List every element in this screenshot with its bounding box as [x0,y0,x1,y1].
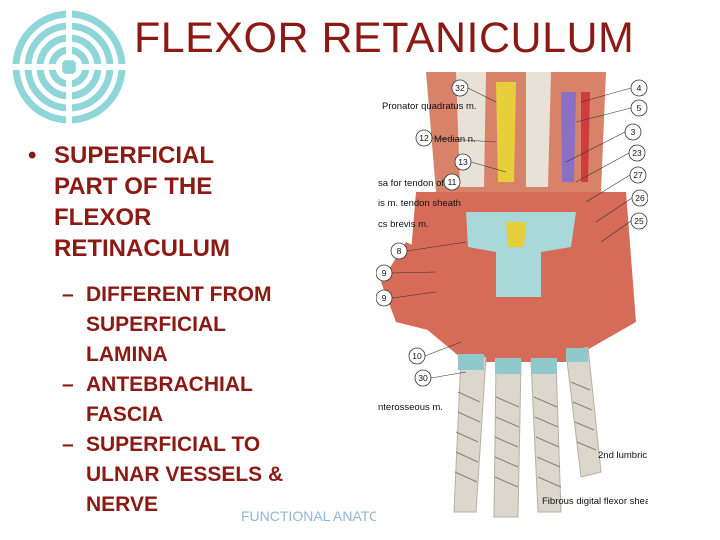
sub-bullet-marker: – [62,373,74,396]
callout-number: 8 [397,246,402,256]
callout-number: 26 [635,193,645,203]
sub-bullet-marker: – [62,433,74,456]
slide-title: FLEXOR RETANICULUM [134,14,635,62]
sub-bullet-marker: – [62,283,74,306]
footer-text: FUNCTIONAL ANATOMY [241,508,401,524]
sub-bullet-text: ANTEBRACHIAL FASCIA [86,373,253,426]
callout-number: 11 [448,177,457,187]
callout-number: 32 [455,83,465,93]
callout-number: 25 [634,216,644,226]
callout-number: 30 [418,373,428,383]
figure-label: cs brevis m. [378,219,429,230]
callout-number: 9 [382,293,387,303]
hand-anatomy-illustration: Pronator quadratus m. Median n. sa for t… [376,72,648,522]
figure-label: Fibrous digital flexor shea [542,496,648,507]
callout-number: 13 [458,157,468,167]
logo-icon [8,6,130,128]
callout-number: 12 [419,133,429,143]
bullet-text: SUPERFICIAL PART OF THE FLEXOR RETINACUL… [54,142,230,262]
callout-number: 5 [637,103,642,113]
figure-label: 2nd lumbric [598,450,647,461]
callout-number: 4 [637,83,642,93]
callout-number: 23 [632,148,642,158]
figure-label: Pronator quadratus m. [382,101,477,112]
sub-bullet-text: DIFFERENT FROM SUPERFICIAL LAMINA [86,283,272,366]
sub-bullet-text: SUPERFICIAL TO ULNAR VESSELS & NERVE [86,433,284,516]
callout-number: 3 [631,127,636,137]
figure-label: sa for tendon of [378,178,444,189]
figure-label: nterosseous m. [378,402,443,413]
bullet-marker: • [28,142,37,169]
callout-number: 9 [382,268,387,278]
callout-number: 10 [412,351,422,361]
figure-label: is m. tendon sheath [378,198,461,209]
callout-number: 27 [633,170,643,180]
